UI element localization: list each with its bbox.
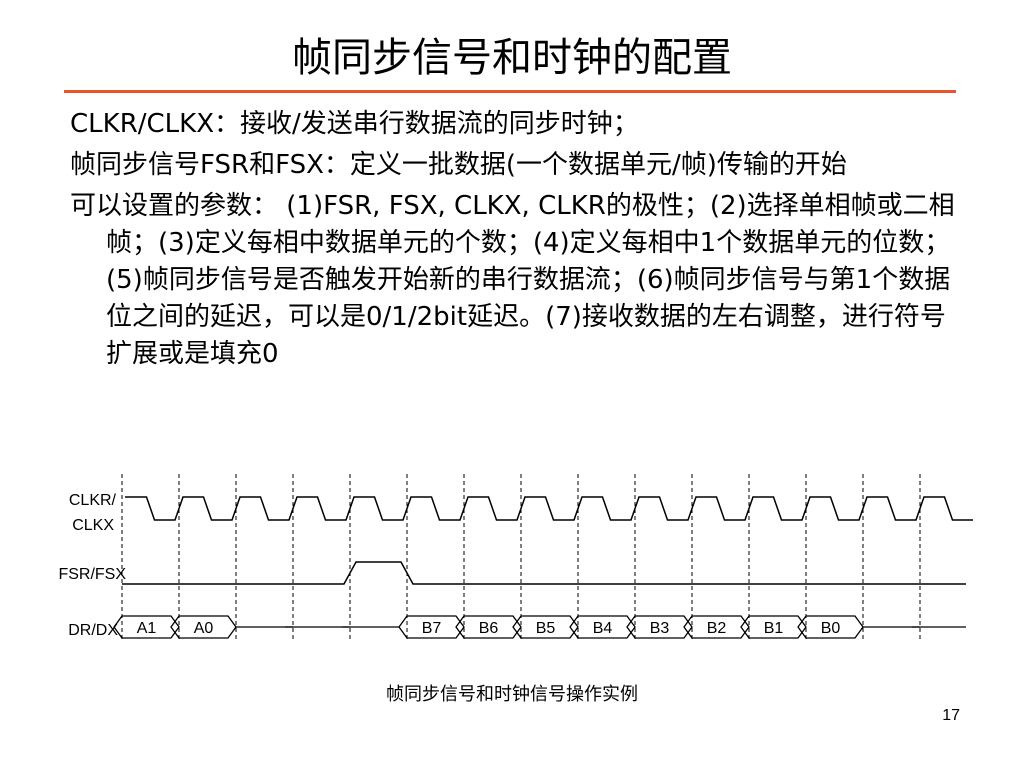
data-bit-label: B1 bbox=[764, 620, 784, 637]
bullet-parameters: 可以设置的参数： (1)FSR, FSX, CLKX, CLKR的极性；(2)选… bbox=[70, 191, 955, 369]
data-bit-label: B7 bbox=[422, 620, 442, 637]
bullet-clock: CLKR/CLKX：接收/发送串行数据流的同步时钟； bbox=[70, 109, 639, 139]
clock-label-line1: CLKR/ bbox=[69, 492, 117, 509]
bullet-frame-sync: 帧同步信号FSR和FSX：定义一批数据(一个数据单元/帧)传输的开始 bbox=[70, 150, 847, 180]
clock-waveform bbox=[125, 496, 973, 521]
data-bit-label: B5 bbox=[536, 620, 556, 637]
data-bit-cell bbox=[740, 615, 807, 639]
title-underline bbox=[64, 90, 956, 93]
data-bit-cell bbox=[113, 615, 180, 639]
frame-sync-waveform bbox=[122, 561, 966, 585]
data-waveform: A1 A0 B7 B6 B5 B4 B3 B2 B1 B0 bbox=[113, 615, 966, 639]
cycle-gridlines bbox=[121, 474, 921, 640]
slide-title: 帧同步信号和时钟的配置 bbox=[292, 35, 732, 81]
signal-labels: CLKR/ CLKX FSR/FSX DR/DX bbox=[58, 492, 126, 639]
data-bit-label: B4 bbox=[593, 620, 613, 637]
data-bit-label: A0 bbox=[194, 620, 214, 637]
data-bit-cell bbox=[683, 615, 750, 639]
frame-sync-label: FSR/FSX bbox=[58, 566, 126, 583]
data-bit-cell bbox=[569, 615, 636, 639]
data-label: DR/DX bbox=[68, 622, 118, 639]
data-bit-label: B6 bbox=[479, 620, 499, 637]
data-bit-cell bbox=[398, 615, 465, 639]
data-bit-cell bbox=[512, 615, 579, 639]
data-bit-cell bbox=[455, 615, 522, 639]
data-bit-label: A1 bbox=[137, 620, 157, 637]
bullet-list: CLKR/CLKX：接收/发送串行数据流的同步时钟； 帧同步信号FSR和FSX：… bbox=[70, 106, 960, 377]
data-bit-label: B2 bbox=[707, 620, 727, 637]
timing-diagram: CLKR/ CLKX FSR/FSX DR/DX A1 A0 B7 B6 B5 B4 B3 B… bbox=[58, 474, 973, 640]
page-number: 17 bbox=[942, 707, 960, 724]
data-bit-cell bbox=[626, 615, 693, 639]
clock-label-line2: CLKX bbox=[72, 517, 114, 534]
data-bit-label: B0 bbox=[821, 620, 841, 637]
diagram-caption: 帧同步信号和时钟信号操作实例 bbox=[386, 684, 638, 705]
data-bit-label: B3 bbox=[650, 620, 670, 637]
